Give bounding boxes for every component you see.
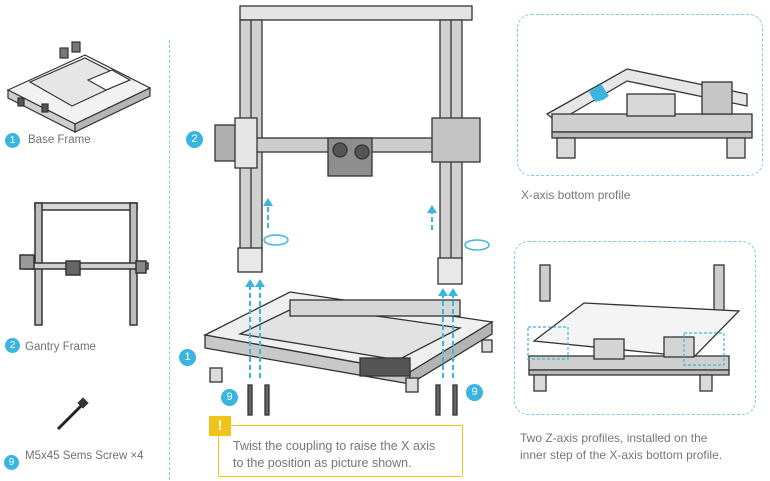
callout-gantry-badge: 2 bbox=[186, 131, 203, 148]
z-axis-caption: Two Z-axis profiles, installed on the in… bbox=[520, 430, 722, 464]
warning-note: ! Twist the coupling to raise the X axis… bbox=[209, 416, 463, 477]
screw-label: M5x45 Sems Screw ×4 bbox=[25, 450, 144, 462]
callout-screw-badge: 9 bbox=[466, 384, 483, 401]
caption-line: inner step of the X-axis bottom profile. bbox=[520, 448, 723, 462]
x-axis-detail-illustration bbox=[545, 68, 753, 159]
note-line: Twist the coupling to raise the X axis bbox=[233, 439, 436, 453]
warning-icon: ! bbox=[209, 416, 231, 436]
base-frame-illustration bbox=[6, 41, 152, 133]
gantry-frame-illustration bbox=[19, 202, 149, 326]
z-axis-detail-box bbox=[514, 241, 756, 415]
callout-screw-badge: 9 bbox=[221, 389, 238, 406]
note-line: to the position as picture shown. bbox=[233, 456, 412, 470]
part-number-badge: 1 bbox=[5, 133, 20, 148]
column-divider bbox=[169, 40, 170, 480]
gantry-frame-label: Gantry Frame bbox=[25, 341, 96, 353]
z-axis-detail-illustration bbox=[527, 264, 741, 392]
part-number-badge: 9 bbox=[4, 455, 19, 470]
x-axis-detail-box bbox=[517, 14, 763, 176]
part-number-badge: 2 bbox=[5, 338, 20, 353]
callout-base-badge: 1 bbox=[179, 349, 196, 366]
caption-line: Two Z-axis profiles, installed on the bbox=[520, 431, 708, 445]
screw-illustration bbox=[56, 397, 89, 431]
base-frame-label: Base Frame bbox=[28, 134, 91, 146]
x-axis-caption: X-axis bottom profile bbox=[521, 188, 631, 202]
